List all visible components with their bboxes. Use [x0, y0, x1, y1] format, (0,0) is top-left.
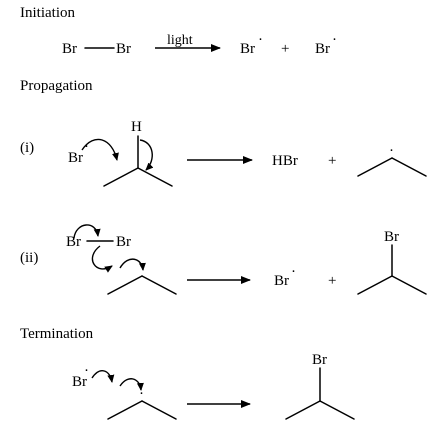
initiation-radical-dot-1: · [258, 32, 263, 48]
step-i-radical-bond-right [391, 157, 427, 177]
step-i-hydrogen: H [131, 119, 142, 135]
initiation-plus: + [281, 41, 289, 57]
step-i-propane-bond-right [137, 167, 173, 187]
step-i-product-hbr: HBr [272, 153, 298, 169]
step-i-label: (i) [20, 140, 34, 156]
termination-radical-bond-right [141, 400, 177, 420]
step-ii-plus: + [328, 273, 336, 289]
initiation-radical-dot-2: · [332, 32, 337, 48]
step-ii-product-bond-left [357, 275, 393, 295]
initiation-condition-label: light [167, 33, 193, 48]
step-ii-product-radical-dot: · [291, 264, 296, 280]
step-ii-curved-arrow-lower [91, 245, 113, 273]
step-ii-curved-arrow-upper [73, 224, 101, 239]
initiation-br-right: Br [116, 41, 131, 57]
termination-radical-dot: · [139, 386, 144, 402]
step-ii-radical-bond-right [141, 275, 177, 295]
step-i-product-radical-dot: · [389, 143, 394, 159]
termination-br-radical: Br [72, 374, 87, 390]
step-ii-product-br-radical: Br [274, 273, 289, 289]
termination-curved-arrow-right [119, 378, 144, 391]
step-ii-br-left: Br [66, 234, 81, 250]
step-ii-product-bromine: Br [384, 229, 399, 245]
step-ii-product-bond-right [391, 275, 427, 295]
step-i-br-radical: Br [68, 150, 83, 166]
step-ii-radical-bond-left [107, 275, 143, 295]
termination-radical-bond-left [107, 400, 143, 420]
heading-termination: Termination [20, 326, 94, 342]
step-i-curved-arrow-homolysis [139, 139, 154, 171]
step-ii-label: (ii) [20, 250, 38, 266]
termination-product-bromine: Br [312, 352, 327, 368]
termination-product-bond-right [319, 400, 355, 420]
initiation-br-left: Br [62, 41, 77, 57]
initiation-product-br-2: Br [315, 41, 330, 57]
step-ii-br-right: Br [116, 234, 131, 250]
step-i-curved-arrow-attack [81, 138, 119, 161]
step-i-radical-dot: · [84, 139, 89, 155]
step-i-propane-bond-left [103, 167, 139, 187]
step-ii-curved-arrow-radical [119, 258, 146, 271]
termination-br-radical-dot: · [84, 363, 89, 379]
step-ii-radical-dot: · [139, 259, 144, 275]
heading-initiation: Initiation [20, 5, 75, 21]
heading-propagation: Propagation [20, 78, 93, 94]
step-i-radical-bond-left [357, 157, 393, 177]
initiation-product-br-1: Br [240, 41, 255, 57]
termination-product-bond-left [285, 400, 321, 420]
step-i-plus: + [328, 153, 336, 169]
termination-curved-arrow-left [91, 370, 115, 383]
